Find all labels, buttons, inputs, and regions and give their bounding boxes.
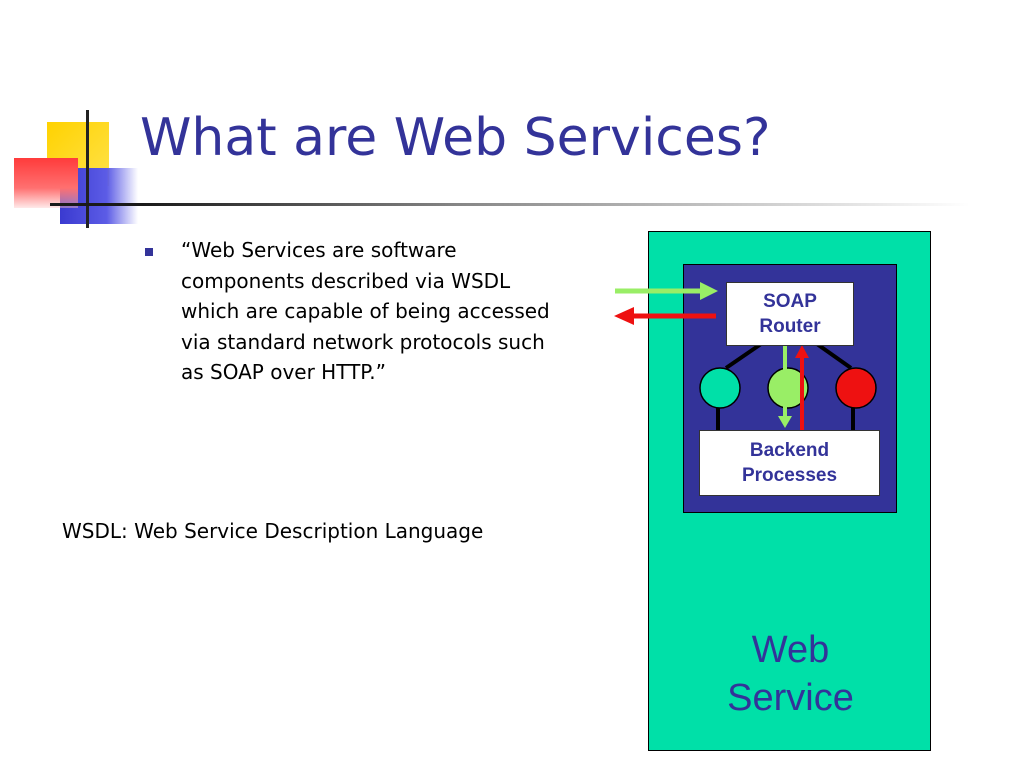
request-arrowhead — [700, 282, 718, 300]
backend-processes-box: Backend Processes — [699, 430, 880, 496]
web-service-label-line1: Web — [751, 629, 830, 671]
service-node-green — [699, 367, 741, 409]
corner-red-block — [14, 158, 78, 208]
web-service-label: Web Service — [650, 626, 931, 722]
service-node-lightgreen — [767, 367, 809, 409]
slide-title: What are Web Services? — [140, 108, 771, 168]
internal-response-arrowhead — [795, 345, 809, 358]
service-node-red — [835, 367, 877, 409]
soap-router-line2: Router — [759, 316, 821, 337]
backend-line2: Processes — [741, 465, 838, 486]
footnote: WSDL: Web Service Description Language — [62, 519, 484, 543]
soap-router-box: SOAP Router — [726, 282, 854, 346]
response-arrowhead — [614, 307, 634, 325]
router-link-left — [724, 342, 763, 370]
corner-vertical-line — [86, 110, 89, 228]
bullet-text: “Web Services are software components de… — [181, 238, 550, 384]
web-service-label-line2: Service — [727, 677, 854, 719]
soap-router-line1: SOAP — [763, 291, 817, 312]
title-underline — [50, 203, 970, 206]
router-link-right — [815, 342, 853, 370]
internal-request-arrowhead — [778, 416, 792, 428]
bullet-marker — [145, 248, 153, 256]
backend-line1: Backend — [749, 440, 830, 461]
